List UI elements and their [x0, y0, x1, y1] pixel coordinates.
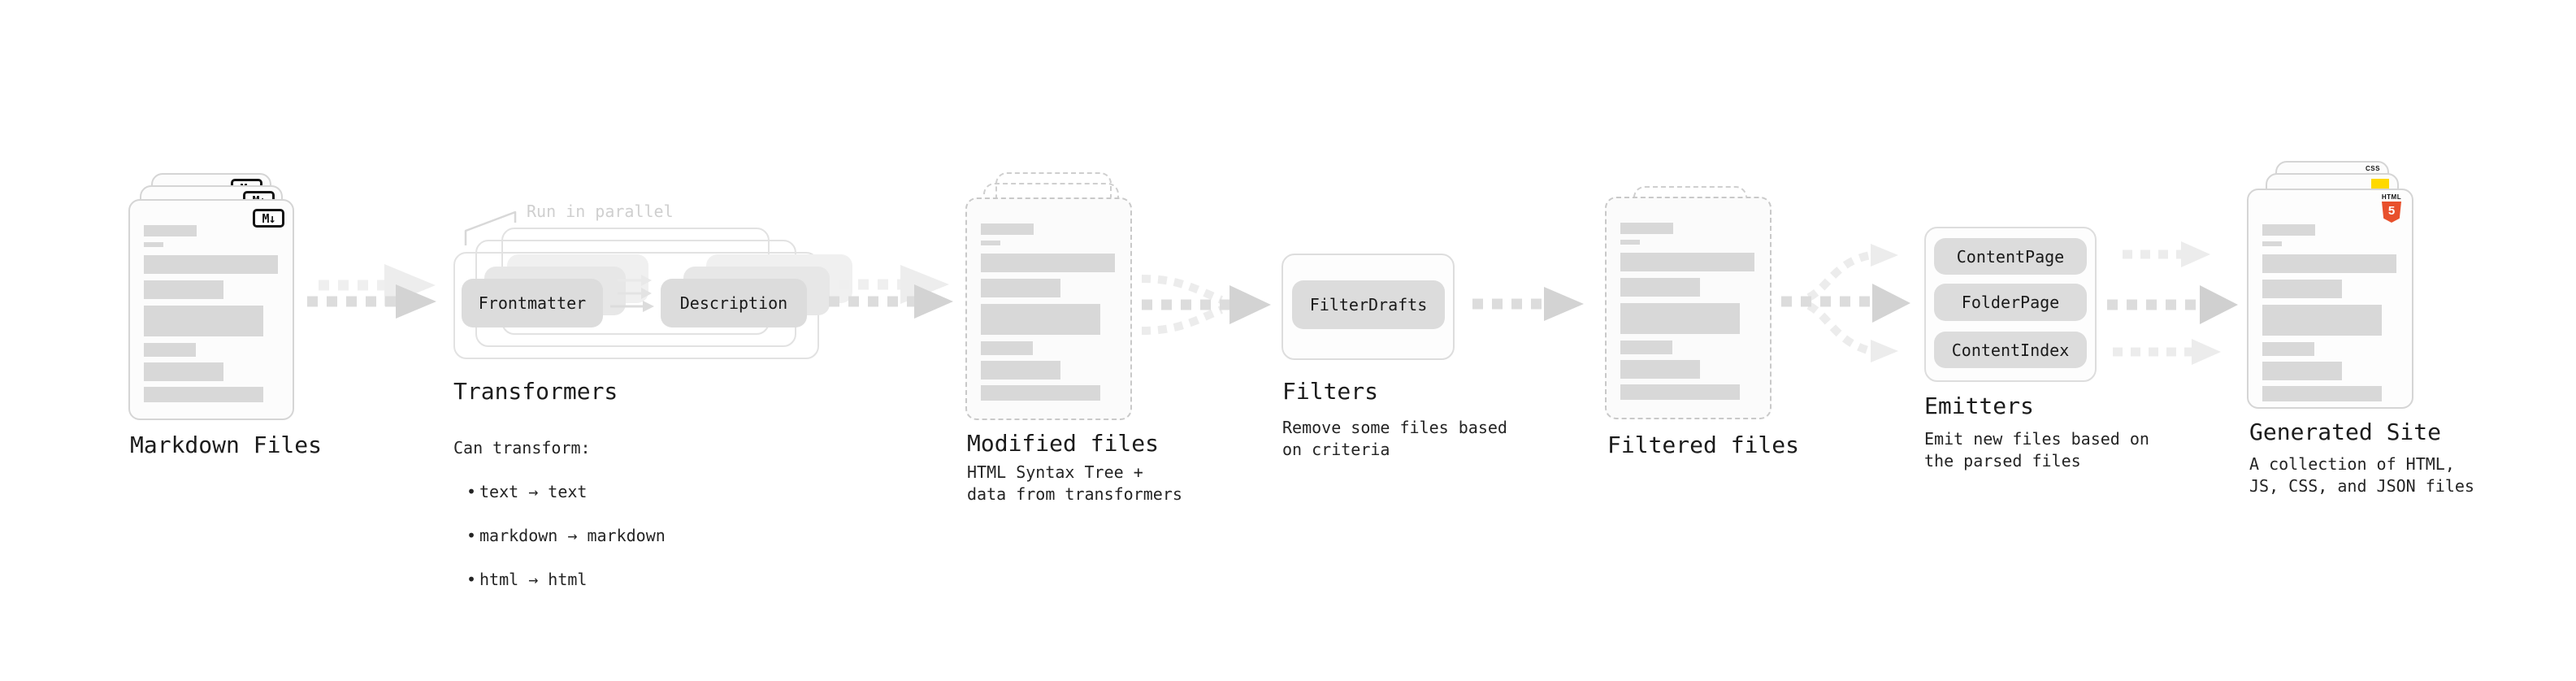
- text-bar: [1620, 384, 1740, 400]
- text-bar: [144, 387, 263, 402]
- bullet-dot: •: [466, 526, 477, 545]
- transform-bullet: •markdown → markdown: [453, 525, 666, 547]
- html5-icon: HTML 5: [2381, 193, 2402, 223]
- transformers-label: Transformers: [453, 378, 618, 405]
- site-card-front: HTML 5: [2247, 189, 2413, 409]
- text-bar: [2262, 254, 2396, 273]
- text-bar: [144, 255, 278, 274]
- generated-site-label: Generated Site: [2249, 419, 2442, 445]
- arrow-filtered-to-emitters: [1781, 244, 1910, 362]
- pill-contentindex: ContentIndex: [1934, 332, 2087, 368]
- arrow-modified-to-filters: [1141, 275, 1271, 335]
- text-bar: [981, 279, 1060, 297]
- text-bar: [2262, 342, 2314, 356]
- pill-filterdrafts: FilterDrafts: [1292, 280, 1445, 329]
- text-bar: [1620, 340, 1672, 354]
- text-bar: [981, 254, 1115, 272]
- text-bar: [1620, 278, 1700, 297]
- text-bar: [1620, 223, 1673, 234]
- bullet-dot: •: [466, 570, 477, 589]
- pill-description: Description: [661, 279, 807, 327]
- filters-description: Remove some files based on criteria: [1282, 418, 1507, 459]
- text-bar: [2262, 305, 2382, 336]
- text-bar: [2262, 362, 2342, 380]
- arrow-filters-to-filtered: [1472, 287, 1584, 321]
- text-bar: [144, 306, 263, 336]
- modified-files-description: HTML Syntax Tree + data from transformer…: [967, 462, 1182, 504]
- bullet-text: markdown → markdown: [479, 526, 666, 545]
- markdown-files-label: Markdown Files: [130, 432, 323, 458]
- arrow-emitters-to-generated: [2107, 241, 2238, 365]
- text-bar: [2262, 224, 2315, 236]
- text-bar: [1620, 240, 1640, 245]
- transform-bullet: •html → html: [453, 569, 666, 591]
- markdown-icon: M↓: [253, 209, 284, 228]
- text-bar: [2262, 241, 2282, 246]
- emitters-description: Emit new files based on the parsed files: [1924, 429, 2149, 471]
- text-bar: [981, 223, 1034, 235]
- text-bar: [981, 385, 1100, 401]
- emitters-label: Emitters: [1924, 393, 2034, 419]
- text-bar: [981, 341, 1033, 355]
- file-card-front: M↓: [128, 199, 294, 420]
- text-bar: [981, 361, 1060, 380]
- modified-files-label: Modified files: [967, 430, 1160, 457]
- pill-folderpage: FolderPage: [1934, 284, 2087, 321]
- text-bar: [981, 241, 1000, 245]
- text-bar: [2262, 280, 2342, 298]
- generated-site-description: A collection of HTML, JS, CSS, and JSON …: [2249, 454, 2474, 496]
- text-bar: [144, 343, 196, 357]
- text-bar: [981, 304, 1100, 335]
- modified-file-card: [965, 197, 1132, 420]
- text-bar: [144, 225, 197, 236]
- filters-label: Filters: [1282, 378, 1379, 405]
- filtered-files-label: Filtered files: [1607, 432, 1800, 458]
- bullet-text: html → html: [479, 570, 588, 589]
- js-icon: [2371, 179, 2389, 189]
- text-bar: [144, 280, 223, 299]
- text-bar: [2262, 386, 2382, 401]
- run-in-parallel-note: Run in parallel: [527, 202, 674, 221]
- text-bar: [144, 362, 223, 381]
- transform-bullet: •text → text: [453, 481, 666, 503]
- text-bar: [1620, 303, 1740, 334]
- text-bar: [144, 242, 163, 247]
- text-bar: [1620, 360, 1700, 379]
- arrow-markdown-to-transformers: [307, 264, 436, 319]
- transformers-desc-title: Can transform:: [453, 438, 591, 458]
- pill-frontmatter: Frontmatter: [462, 279, 603, 327]
- bullet-text: text → text: [479, 482, 588, 501]
- text-bar: [1620, 253, 1754, 271]
- bullet-dot: •: [466, 482, 477, 501]
- pill-contentpage: ContentPage: [1934, 238, 2087, 275]
- transformers-description: Can transform: •text → text •markdown → …: [453, 415, 666, 613]
- filtered-file-card: [1605, 197, 1772, 419]
